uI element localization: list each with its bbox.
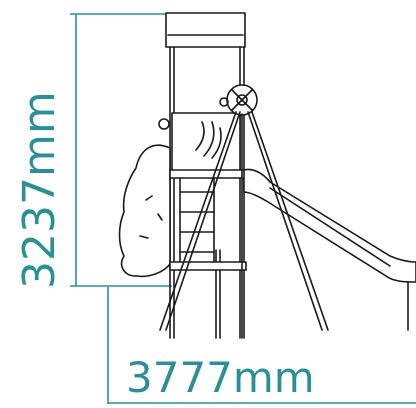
lower-deck <box>169 261 247 271</box>
equipment <box>118 12 416 339</box>
dimension-lines <box>70 13 416 404</box>
tripod-leg-left-inner <box>165 111 241 331</box>
deck-platform <box>169 169 247 179</box>
wheel-spoke-2 <box>231 89 253 111</box>
upper-handle <box>219 97 229 107</box>
tripod-leg-right <box>247 111 323 331</box>
deck-handle <box>158 118 170 130</box>
rock-detail-1 <box>145 195 153 201</box>
slide <box>243 168 416 283</box>
tripod-wheel-hub <box>236 94 248 106</box>
panel-graphic <box>195 121 222 159</box>
height-label: 3237mm <box>14 91 65 289</box>
rock-detail-2 <box>139 235 149 239</box>
rock-detail-3 <box>157 213 163 221</box>
tripod-leg-left <box>159 111 237 331</box>
slide-inner-edge <box>269 187 391 267</box>
climbing-rock-wall <box>118 144 171 278</box>
deck-panel <box>171 112 241 172</box>
roof-panel <box>165 12 246 48</box>
width-label: 3777mm <box>126 353 315 402</box>
tripod-leg-right-inner <box>251 111 329 331</box>
